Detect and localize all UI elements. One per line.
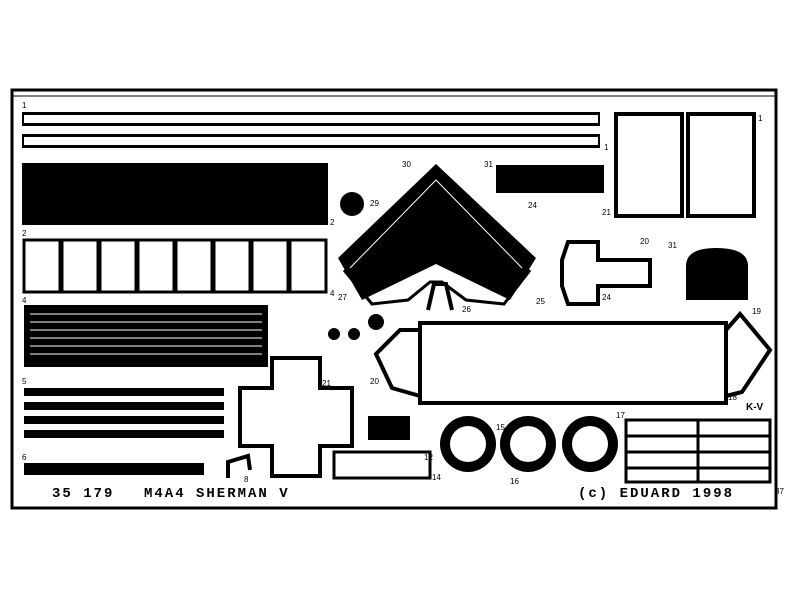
svg-text:8: 8	[244, 475, 249, 484]
svg-text:37: 37	[775, 487, 784, 496]
part-18-panel	[418, 321, 728, 405]
svg-text:24: 24	[528, 201, 537, 210]
part-1-strips	[22, 112, 600, 148]
part-number-labels: 1 1 2 2 4 4 5 6 8 21 20 14 15 16 17 18 1…	[22, 101, 784, 496]
part-8-disc	[368, 314, 384, 330]
svg-text:6: 6	[22, 453, 27, 462]
fret-frame	[10, 88, 778, 510]
part-6-chain	[24, 463, 204, 475]
copyright: (c) EDUARD 1998	[578, 486, 734, 502]
svg-text:18: 18	[728, 393, 737, 402]
part-18-left-flap	[373, 328, 421, 398]
part-15-wheels	[440, 416, 618, 472]
part-14-strip	[332, 450, 432, 480]
svg-text:21: 21	[602, 208, 611, 217]
part-6-disc-a	[328, 328, 340, 340]
part-25-bracket	[560, 240, 652, 306]
part-18-right-flap	[724, 310, 773, 398]
svg-text:12: 12	[424, 453, 433, 462]
svg-text:1: 1	[22, 101, 27, 110]
svg-text:20: 20	[370, 377, 379, 386]
svg-text:26: 26	[462, 305, 471, 314]
part-30-disc	[340, 192, 364, 216]
svg-text:27: 27	[338, 293, 347, 302]
svg-text:21: 21	[322, 379, 331, 388]
kit-number: 35 179	[52, 486, 114, 502]
part-3-panels	[22, 238, 328, 294]
svg-text:15: 15	[496, 423, 505, 432]
part-33-plate	[496, 165, 604, 193]
svg-text:31: 31	[484, 160, 493, 169]
part-4-grille	[24, 305, 268, 367]
kit-name: M4A4 SHERMAN V	[144, 486, 290, 502]
svg-text:31: 31	[668, 241, 677, 250]
svg-text:20: 20	[640, 237, 649, 246]
part-11-comb	[368, 416, 410, 440]
part-7-hook	[226, 453, 252, 478]
svg-text:4: 4	[330, 289, 335, 298]
svg-text:1: 1	[758, 114, 763, 123]
svg-text:1: 1	[604, 143, 609, 152]
part-34-box-right	[686, 112, 756, 218]
part-5-strips	[24, 388, 224, 438]
part-34-box-left	[614, 112, 684, 218]
svg-text:5: 5	[22, 377, 27, 386]
svg-text:25: 25	[536, 297, 545, 306]
part-2-plate	[22, 163, 328, 225]
svg-text:16: 16	[510, 477, 519, 486]
variant-mark: K-V	[746, 402, 764, 413]
svg-text:29: 29	[370, 199, 379, 208]
svg-text:2: 2	[22, 229, 27, 238]
part-hatch-v	[338, 164, 536, 311]
svg-text:24: 24	[602, 293, 611, 302]
svg-text:30: 30	[402, 160, 411, 169]
svg-text:17: 17	[616, 411, 625, 420]
svg-text:14: 14	[432, 473, 441, 482]
part-22-cross	[238, 356, 354, 478]
part-17-grid	[624, 418, 772, 484]
svg-text:19: 19	[752, 307, 761, 316]
svg-text:2: 2	[330, 218, 335, 227]
part-6-disc-b	[348, 328, 360, 340]
svg-text:4: 4	[22, 296, 27, 305]
part-19-dome	[686, 248, 748, 300]
